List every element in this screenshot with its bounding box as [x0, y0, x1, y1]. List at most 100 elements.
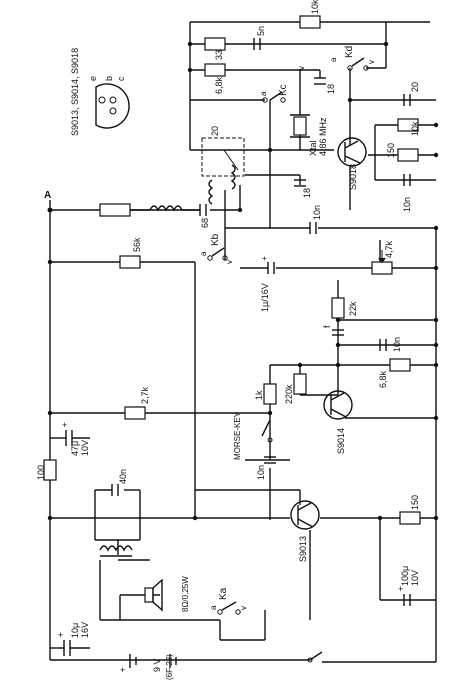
label-22k: 22k: [348, 301, 358, 316]
label-kc-a: a: [259, 91, 268, 96]
label-10n-stage2: 10n: [392, 337, 402, 352]
label-10k-right: 10k: [410, 121, 420, 136]
label-100u: 100μ: [400, 566, 410, 586]
label-5-6k: 56k: [132, 237, 142, 252]
oscillator-tank: [201, 137, 245, 205]
pin-label-c: c: [116, 76, 126, 81]
resistor-220k: [293, 373, 307, 395]
svg-text:+: +: [58, 630, 63, 640]
pin-e: [98, 96, 106, 104]
label-speaker: 8Ω/0,25W: [181, 576, 190, 612]
pin-b: [109, 96, 117, 104]
junction-dots: [47, 41, 439, 521]
resistor-10k-right: [397, 118, 419, 132]
label-ka: Ka: [218, 587, 229, 600]
label-kc: Kc: [278, 84, 289, 96]
output-transformer: [99, 545, 133, 557]
pin-label-e: e: [88, 76, 98, 81]
svg-text:+: +: [120, 665, 125, 675]
label-40n: 40n: [118, 469, 128, 484]
potentiometer-4-7k: [371, 261, 393, 275]
transistor-s9018: [337, 137, 367, 167]
label-ka-a: a: [209, 605, 218, 610]
resistor-100: [43, 459, 57, 481]
label-kc-v: v: [297, 66, 306, 70]
label-f: f: [322, 325, 332, 328]
label-4-7k: 4,7k: [384, 240, 394, 258]
label-2-7k: 2,7k: [140, 386, 150, 404]
label-10n-right: 10n: [402, 197, 412, 212]
label-kb: Kb: [210, 233, 221, 246]
pin-c: [109, 107, 117, 115]
label-150-bottom: 150: [410, 495, 420, 510]
resistor-2-7k: [124, 406, 146, 420]
label-xtal-freq: 4,86 MHz: [318, 117, 328, 156]
label-kb-v: v: [225, 260, 234, 264]
label-s9018: S9018: [348, 164, 358, 190]
label-10n-mid: 10n: [312, 205, 322, 220]
speaker: [144, 578, 163, 612]
label-47u-volt: 10V: [80, 440, 90, 456]
label-kd-v: v: [367, 60, 376, 64]
antenna: A: [44, 190, 200, 213]
battery: +: [120, 654, 177, 675]
svg-text:+: +: [262, 254, 267, 263]
transistor-outline: [95, 83, 130, 129]
svg-text:+: +: [62, 420, 67, 430]
transistor-s9014: [323, 390, 353, 420]
resistor-1k: [263, 383, 277, 405]
label-18-top: 18: [326, 84, 336, 94]
label-5n: 5n: [256, 26, 266, 36]
label-20-right: 20: [410, 82, 420, 92]
resistor-150-top: [397, 148, 419, 162]
label-68: 68: [200, 218, 210, 228]
resistor-150-bottom: [399, 511, 421, 525]
label-47u: 47μ: [70, 441, 80, 456]
pinout-part-numbers: S9013, S9014, S9018: [70, 48, 80, 136]
antenna-label: A: [44, 190, 51, 201]
wiring: [49, 21, 437, 663]
label-10u-volt: 16V: [80, 622, 90, 638]
resistor-33: [204, 37, 226, 51]
morse-key: [261, 419, 273, 443]
label-20-tank: 20: [210, 126, 220, 136]
transistor-pinout: e b c S9013, S9014, S9018: [70, 48, 130, 136]
label-1k: 1k: [254, 390, 264, 400]
capacitors: + + + +: [50, 38, 411, 656]
transistor-s9013: [290, 500, 320, 530]
label-6-8k-top: 6,8k: [214, 76, 224, 94]
label-morse-key: MORSE-KEY: [233, 411, 242, 460]
resistors: [43, 15, 421, 525]
switches: [207, 57, 369, 615]
antenna-inductor: [149, 205, 183, 212]
label-s9014: S9014: [336, 428, 346, 454]
pin-label-b: b: [104, 76, 114, 81]
label-battery-voltage: 9 V: [152, 658, 162, 672]
resistor-6-8k-top: [204, 63, 226, 77]
label-220k: 220k: [284, 384, 294, 404]
label-100u-volt: 10V: [410, 570, 420, 586]
resistor-antenna: [99, 203, 131, 217]
label-150-top: 150: [386, 143, 396, 158]
resistor-6-8k-stage2: [389, 358, 411, 372]
label-33: 33: [214, 50, 224, 60]
label-kb-a: a: [199, 251, 208, 256]
resistor-22k: [331, 297, 345, 319]
label-kd-a: a: [329, 57, 338, 62]
label-100: 100: [36, 465, 46, 480]
crystal: [290, 114, 310, 138]
label-1u: 1μ/16V: [260, 283, 270, 312]
resistor-5-6k: [119, 255, 141, 269]
label-10n-key: 10n: [256, 465, 266, 480]
label-10k-top: 10k: [310, 0, 320, 14]
svg-text:+: +: [398, 584, 403, 594]
label-kd: Kd: [344, 46, 355, 58]
label-battery-type: (6F 22): [165, 654, 174, 680]
label-18-mid: 18: [302, 188, 312, 198]
resistor-10k-top: [299, 15, 321, 29]
label-ka-v: v: [239, 606, 248, 610]
label-s9013: S9013: [298, 536, 308, 562]
label-6-8k-stage2: 6,8k: [378, 370, 388, 388]
